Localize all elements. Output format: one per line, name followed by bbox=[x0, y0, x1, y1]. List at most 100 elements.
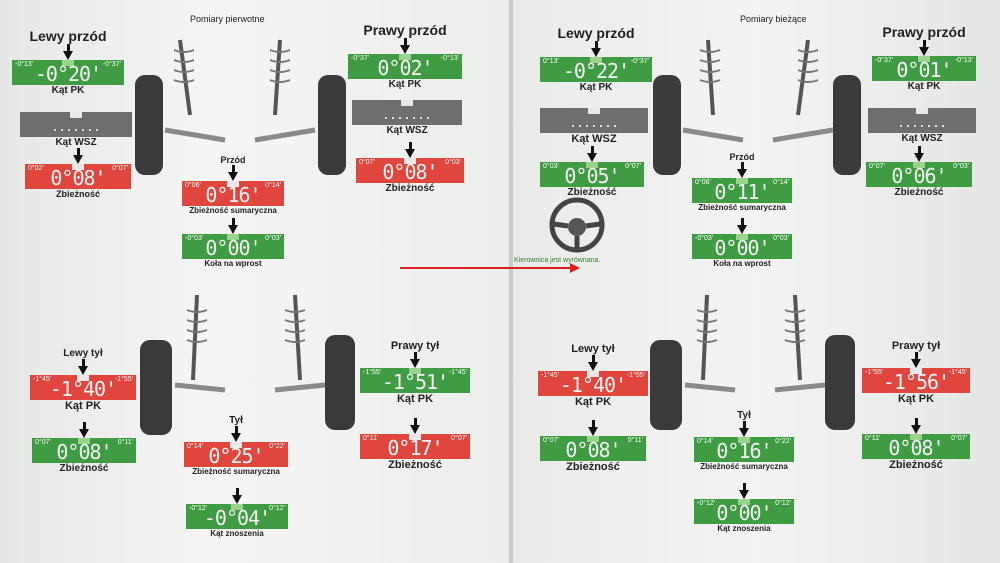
range-min: -1°55' bbox=[865, 369, 884, 376]
measured-value: 0°16' bbox=[205, 183, 261, 206]
range-min: 0°07' bbox=[359, 159, 375, 166]
measurement-caption: Zbieżność bbox=[894, 187, 944, 198]
measured-value: 0°06' bbox=[891, 164, 947, 187]
measurement-caption: Zbieżność bbox=[566, 461, 620, 473]
indicator-arrow-stem bbox=[742, 483, 746, 490]
wheel-label: Przód bbox=[729, 152, 755, 162]
range-min: 0°07' bbox=[543, 437, 559, 444]
wheel-label: Prawy tył bbox=[891, 340, 941, 352]
down-arrow-icon bbox=[919, 47, 929, 56]
measurement-bar bbox=[540, 108, 648, 133]
right-sheet-title: Pomiary bieżące bbox=[740, 14, 807, 24]
measurement-bar: -1°45'-1°55'-1°40' bbox=[538, 371, 648, 396]
down-arrow-icon bbox=[911, 425, 921, 434]
down-arrow-icon bbox=[400, 45, 410, 54]
indicator-arrow-stem bbox=[742, 421, 746, 428]
down-arrow-icon bbox=[739, 490, 749, 499]
target-notch bbox=[72, 164, 84, 170]
range-max: 0°22' bbox=[269, 443, 285, 450]
measured-value: 0°05' bbox=[564, 164, 620, 187]
target-notch bbox=[230, 442, 242, 448]
indicator-arrow-stem bbox=[231, 218, 235, 225]
left-sheet-initial bbox=[0, 0, 512, 563]
right-sheet-lp-zbieznosc-block: 0°03'0°07'0°05'Zbieżność bbox=[540, 146, 644, 198]
range-max: 0°12' bbox=[775, 500, 791, 507]
down-arrow-icon bbox=[591, 48, 601, 57]
page-fold bbox=[509, 0, 513, 563]
measurement-bar: -0°37'-0°13'0°02' bbox=[348, 54, 462, 79]
range-max: 0°14' bbox=[265, 182, 281, 189]
target-notch bbox=[399, 54, 411, 60]
range-min: -0°12' bbox=[697, 500, 716, 507]
down-arrow-icon bbox=[73, 155, 83, 164]
wheel-label: Prawy tył bbox=[390, 340, 440, 352]
measurement-caption: Zbieżność sumaryczna bbox=[189, 206, 277, 215]
target-notch bbox=[910, 434, 922, 440]
target-notch bbox=[231, 504, 243, 510]
measurement-caption: Kąt WSZ bbox=[901, 133, 943, 144]
right-sheet-kat-znoszenia-block: -0°12'0°12'0°00'Kąt znoszenia bbox=[694, 483, 794, 533]
right-sheet-pp-zbieznosc-block: 0°07'0°03'0°06'Zbieżność bbox=[866, 146, 972, 198]
target-notch bbox=[587, 371, 599, 377]
indicator-arrow-stem bbox=[740, 162, 744, 169]
range-max: 0°07' bbox=[112, 165, 128, 172]
indicator-arrow-stem bbox=[591, 420, 595, 427]
measured-value: 0°00' bbox=[716, 501, 772, 524]
range-min: 0°11' bbox=[865, 435, 881, 442]
range-max: -1°55' bbox=[114, 376, 133, 383]
measured-value: 0°08' bbox=[56, 440, 112, 463]
range-min: 0°14' bbox=[697, 438, 713, 445]
measured-value: 0°00' bbox=[714, 236, 770, 259]
indicator-arrow-stem bbox=[914, 352, 918, 359]
measurement-caption: Zbieżność bbox=[889, 459, 943, 471]
range-max: 0°22' bbox=[775, 438, 791, 445]
indicator-arrow-stem bbox=[82, 422, 86, 429]
target-notch bbox=[588, 108, 600, 114]
comparison-arrow-icon bbox=[400, 263, 580, 273]
range-min: -0°37' bbox=[351, 55, 370, 62]
left-sheet-lp-kat-pk-block: Lewy przód-0°13'-0°37'-0°20'Kąt PK bbox=[12, 28, 124, 96]
range-max: -1°55' bbox=[626, 372, 645, 379]
measurement-bar: 0°14'0°22'0°16' bbox=[694, 437, 794, 462]
measured-value: -0°20' bbox=[34, 62, 102, 85]
measurement-caption: Zbieżność sumaryczna bbox=[700, 462, 788, 471]
target-notch bbox=[736, 178, 748, 184]
wheel-label: Prawy przód bbox=[882, 24, 966, 40]
measurement-caption: Kąt PK bbox=[396, 393, 434, 405]
down-arrow-icon bbox=[78, 366, 88, 375]
measured-value: 0°00' bbox=[205, 236, 261, 259]
indicator-arrow-stem bbox=[81, 359, 85, 366]
rear-suspension-initial-graphic bbox=[140, 294, 355, 435]
measured-value: 0°17' bbox=[387, 436, 443, 459]
left-sheet-kola-wprost-block: -0°03'0°03'0°00'Koła na wprost bbox=[182, 218, 284, 268]
wheel-label: Prawy przód bbox=[363, 22, 447, 38]
range-max: 0°14' bbox=[773, 179, 789, 186]
measurement-caption: Kąt WSZ bbox=[571, 133, 617, 145]
measured-value: -0°04' bbox=[203, 506, 271, 529]
measured-value: 0°08' bbox=[50, 166, 106, 189]
range-max: -0°37' bbox=[102, 61, 121, 68]
right-sheet-pp-kat-pk-block: Prawy przód-0°37'-0°13'0°01'Kąt PK bbox=[872, 24, 976, 92]
measured-value: -1°40' bbox=[559, 373, 627, 396]
down-arrow-icon bbox=[739, 428, 749, 437]
range-min: 0°03' bbox=[543, 163, 559, 170]
left-sheet-title: Pomiary pierwotne bbox=[190, 14, 265, 24]
range-min: 0°06' bbox=[695, 179, 711, 186]
wheel-label: Tył bbox=[737, 410, 751, 421]
wheel-label: Lewy tył bbox=[63, 348, 103, 359]
range-max: 0°11' bbox=[627, 437, 643, 444]
down-arrow-icon bbox=[914, 153, 924, 162]
indicator-arrow-stem bbox=[594, 41, 598, 48]
measurement-caption: Zbieżność sumaryczna bbox=[698, 203, 786, 212]
range-max: 0°03' bbox=[265, 235, 281, 242]
indicator-arrow-stem bbox=[408, 142, 412, 149]
steering-wheel-icon bbox=[549, 197, 605, 253]
range-min: 0°11' bbox=[363, 435, 379, 442]
right-sheet-lt-kat-pk-block: Lewy tył-1°45'-1°55'-1°40'Kąt PK bbox=[538, 343, 648, 408]
indicator-arrow-stem bbox=[234, 426, 238, 433]
target-notch bbox=[916, 108, 928, 114]
measurement-caption: Zbieżność sumaryczna bbox=[192, 467, 280, 476]
measurement-bar: 0°06'0°14'0°11' bbox=[692, 178, 792, 203]
